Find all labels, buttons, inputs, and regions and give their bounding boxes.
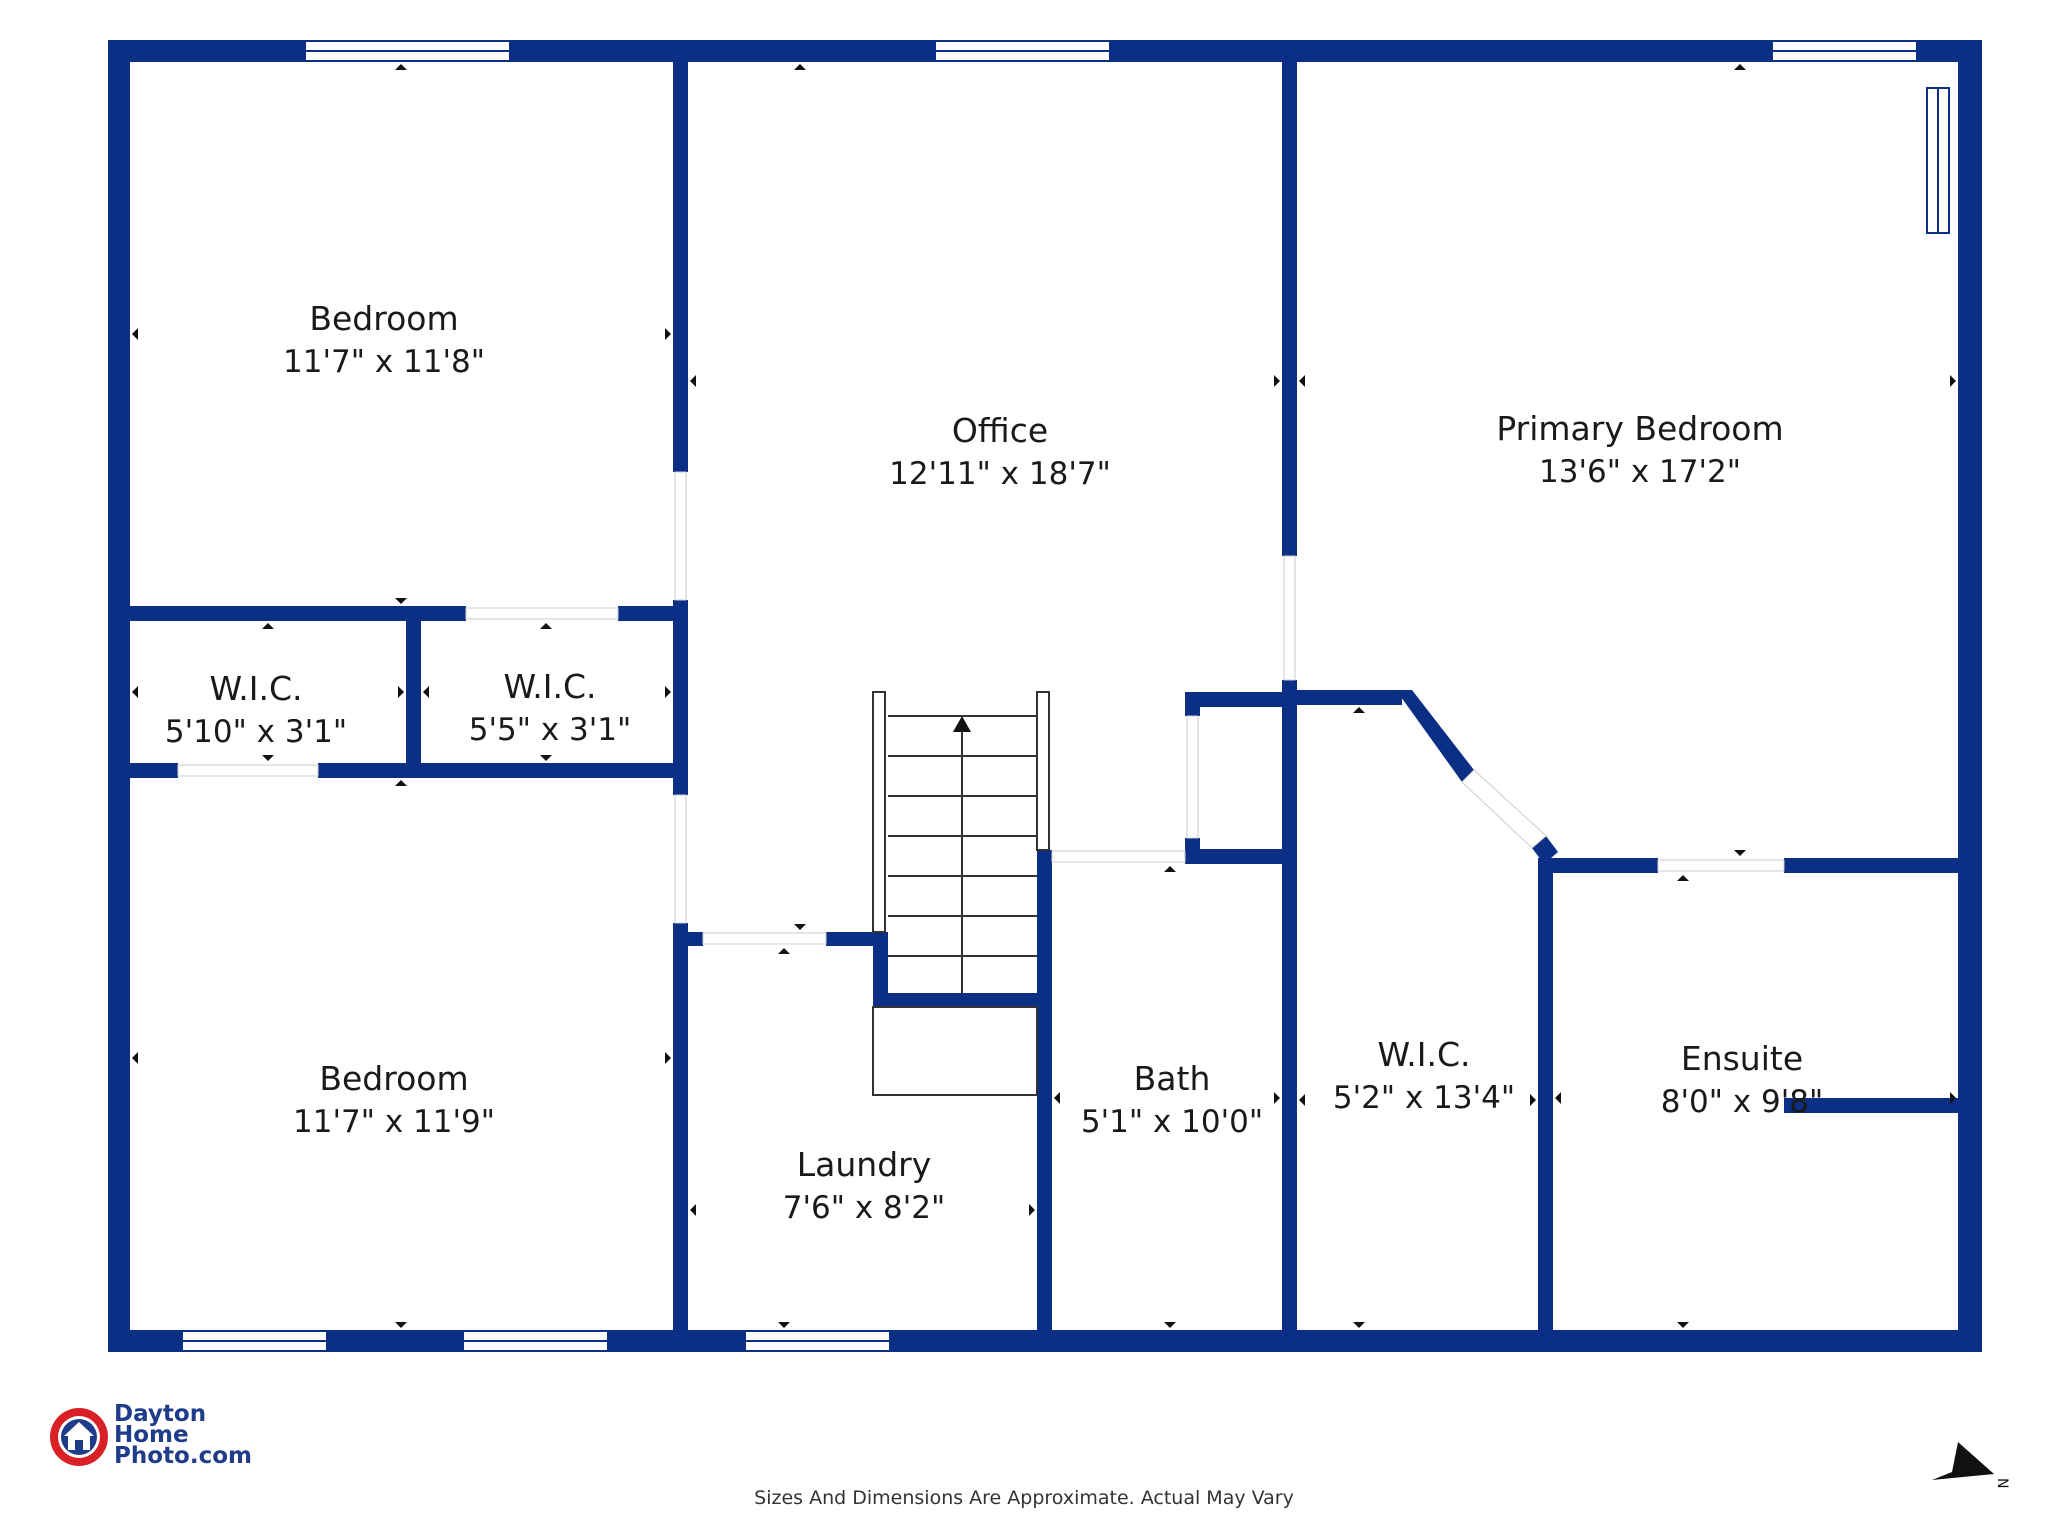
wall-wic3-right	[1538, 862, 1553, 1343]
wall-office-left-a	[673, 40, 688, 472]
room-dims-wic-3: 5'2" x 13'4"	[1333, 1080, 1515, 1116]
disclaimer-text: Sizes And Dimensions Are Approximate. Ac…	[754, 1487, 1294, 1509]
room-name-wic-3: W.I.C.	[1377, 1035, 1470, 1074]
compass-label: N	[1994, 1478, 2010, 1488]
company-logo: Dayton Home Photo.com	[48, 1402, 288, 1472]
logo-line-3: Photo.com	[114, 1443, 252, 1469]
room-labels: Bedroom 11'7" x 11'8" Office 12'11" x 18…	[165, 299, 1823, 1226]
wall-laundry-right	[1037, 850, 1052, 1343]
wall-wic3-diagonal-a	[1396, 690, 1474, 782]
room-name-bath: Bath	[1134, 1059, 1211, 1098]
opening	[465, 607, 619, 620]
room-name-ensuite: Ensuite	[1681, 1039, 1803, 1078]
wall-office-left-b	[673, 600, 688, 795]
wall-stair-left	[873, 932, 888, 1002]
logo-line-2: Home	[114, 1422, 189, 1448]
wall-office-right-a	[1282, 40, 1297, 556]
wall-bath-top	[1185, 849, 1295, 864]
house-logo-icon	[50, 1408, 108, 1466]
room-dims-bedroom-1: 11'7" x 11'8"	[283, 344, 485, 380]
logo-line-1: Dayton	[114, 1401, 207, 1427]
room-dims-primary-bedroom: 13'6" x 17'2"	[1539, 454, 1741, 490]
opening	[674, 471, 687, 601]
walls	[108, 40, 1982, 1352]
room-name-primary-bedroom: Primary Bedroom	[1496, 409, 1783, 448]
room-name-bedroom-1: Bedroom	[309, 299, 458, 338]
room-dims-bedroom-2: 11'7" x 11'9"	[293, 1104, 495, 1140]
opening	[1461, 769, 1547, 849]
wall-closet-left	[1185, 692, 1200, 716]
wall-wic-divider	[406, 606, 421, 770]
wall-wic3-top	[1282, 690, 1402, 705]
wall-ensuite-stub	[1784, 1098, 1982, 1113]
opening	[177, 764, 319, 777]
opening	[1186, 715, 1199, 839]
logo-text: Dayton Home Photo.com	[114, 1401, 252, 1469]
wall-laundry-top-b	[826, 932, 888, 946]
wall-closet-left-b	[1185, 838, 1200, 864]
wall-closet-top	[1185, 692, 1290, 707]
staircase	[872, 691, 1050, 1096]
windows	[181, 40, 1950, 1352]
room-name-laundry: Laundry	[797, 1145, 931, 1184]
room-dims-laundry: 7'6" x 8'2"	[783, 1190, 946, 1226]
wall-wic-bottom-b	[318, 763, 686, 778]
window-sills	[182, 50, 1939, 1342]
wall-office-right-b	[1282, 680, 1297, 1343]
opening	[1657, 859, 1785, 872]
wall-wic-bottom-a	[108, 763, 178, 778]
room-dims-bath: 5'1" x 10'0"	[1081, 1104, 1263, 1140]
opening	[674, 794, 687, 924]
room-dims-office: 12'11" x 18'7"	[889, 456, 1111, 492]
door-openings	[177, 471, 1785, 945]
dimension-markers	[132, 64, 1956, 1328]
wall-laundry-top-a	[673, 932, 703, 946]
room-name-wic-1: W.I.C.	[209, 669, 302, 708]
opening	[1283, 555, 1296, 681]
wall-bedroom1-bottom-b	[618, 606, 686, 621]
room-name-wic-2: W.I.C.	[503, 667, 596, 706]
wall-outer-right	[1958, 40, 1982, 1352]
wall-office-left-c	[673, 923, 688, 1343]
room-dims-wic-1: 5'10" x 3'1"	[165, 714, 347, 750]
room-dims-wic-2: 5'5" x 3'1"	[469, 712, 632, 748]
wall-ensuite-top-b	[1784, 858, 1982, 873]
wall-ensuite-top-a	[1538, 858, 1658, 873]
wall-bedroom1-bottom	[108, 606, 466, 621]
wall-outer-left	[108, 40, 130, 1352]
room-name-bedroom-2: Bedroom	[319, 1059, 468, 1098]
stair-up-arrow-icon	[953, 716, 971, 732]
room-dims-ensuite: 8'0" x 9'8"	[1661, 1084, 1824, 1120]
room-name-office: Office	[952, 411, 1048, 450]
north-arrow-icon: N	[1932, 1442, 2010, 1488]
wall-stair-bottom	[873, 993, 1045, 1007]
opening	[702, 932, 827, 945]
opening	[1051, 850, 1186, 863]
